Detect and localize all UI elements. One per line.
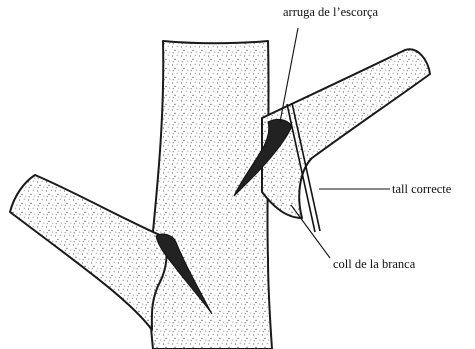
trunk bbox=[149, 41, 272, 349]
left-branch bbox=[10, 175, 166, 330]
bark-ridge-label: arruga de l’escorça bbox=[283, 5, 379, 19]
correct-cut-label: tall correcte bbox=[392, 182, 452, 196]
branch-collar-label: coll de la branca bbox=[333, 257, 416, 271]
